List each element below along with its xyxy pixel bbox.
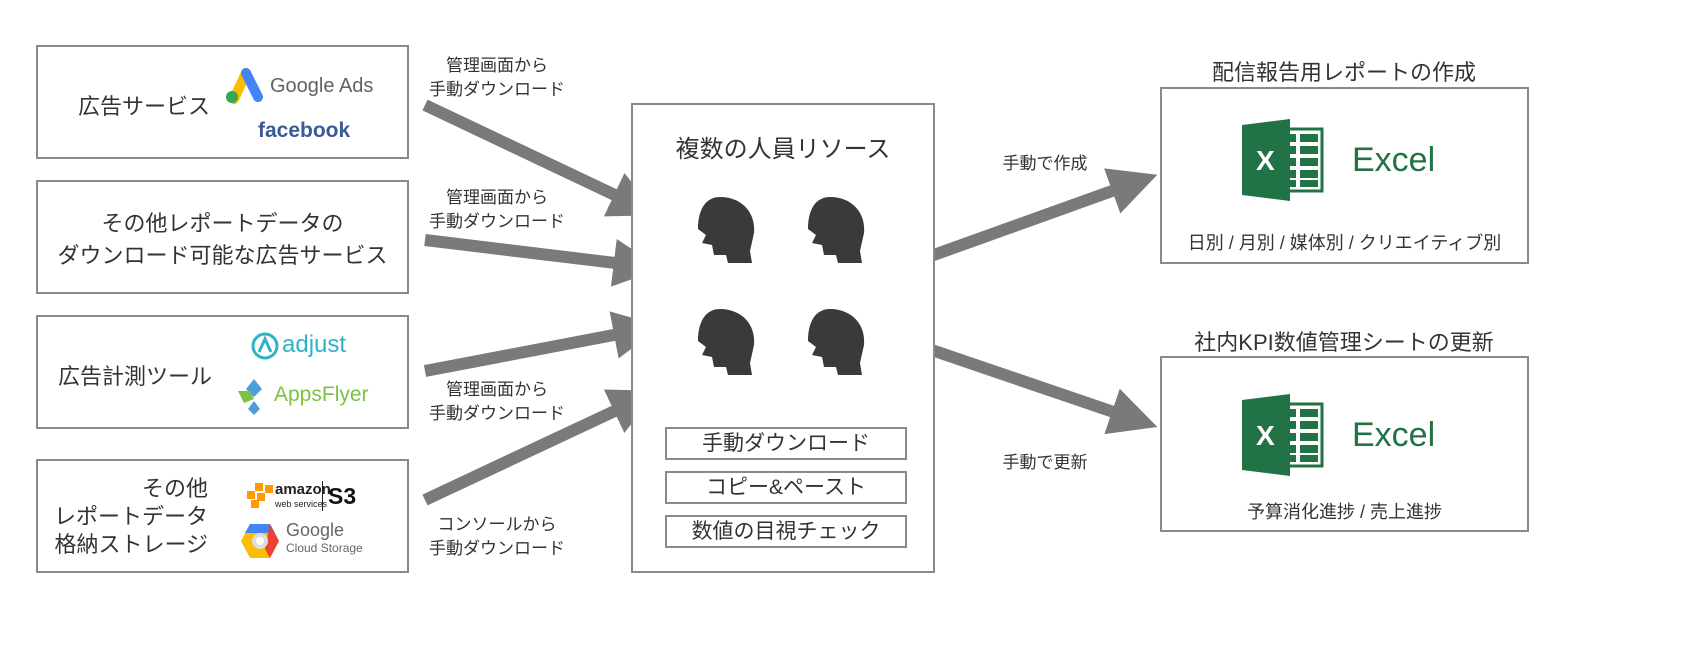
gcs-logo-bottom: Cloud Storage: [286, 541, 363, 555]
appsflyer-logo-text: AppsFlyer: [274, 383, 369, 406]
arrow-label-line: 手動ダウンロード: [429, 212, 565, 231]
excel-icon: X: [1242, 394, 1324, 476]
task-manual-download: 手動ダウンロード: [665, 427, 907, 460]
gcs-logo-top: Google: [286, 520, 345, 540]
label-line: その他レポートデータの: [101, 211, 344, 236]
excel-icon-letter: X: [1256, 145, 1275, 176]
adjust-logo-text: adjust: [282, 331, 347, 358]
head-icon: [698, 309, 755, 375]
source-box-other-ad-services: その他レポートデータの ダウンロード可能な広告サービス: [36, 180, 409, 294]
task-visual-check: 数値の目視チェック: [665, 515, 907, 548]
arrow-output-1: [914, 168, 1158, 267]
output-detail: 予算消化進捗 / 売上進捗: [1246, 502, 1442, 522]
people-icons: [698, 197, 865, 375]
label-line: レポートデータ: [53, 504, 208, 529]
arrow-label-3: 管理画面から 手動ダウンロード: [412, 378, 582, 426]
center-title: 複数の人員リソース: [675, 136, 891, 163]
arrow-source-3: [423, 311, 662, 377]
arrow-source-1: [422, 99, 658, 217]
arrow-output-2: [915, 339, 1158, 435]
arrow-label-line: コンソールから: [437, 515, 557, 534]
appsflyer-logo-icon: [238, 379, 262, 415]
output-detail: 日別 / 月別 / 媒体別 / クリエイティブ別: [1187, 233, 1502, 253]
arrow-label-line: 管理画面から: [446, 56, 548, 75]
output-title-report: 配信報告用レポートの作成: [1211, 60, 1476, 85]
output-arrow-label-1: 手動で作成: [1002, 154, 1088, 173]
source-box-storage: その他 レポートデータ 格納ストレージ amazon web services …: [36, 459, 409, 573]
excel-label: Excel: [1352, 416, 1436, 454]
aws-logo-top: amazon: [275, 481, 331, 498]
arrow-label-2: 管理画面から 手動ダウンロード: [412, 186, 582, 234]
aws-logo-bottom: web services: [275, 499, 328, 509]
source-label: 広告計測ツール: [58, 364, 213, 389]
arrow-label-4: コンソールから 手動ダウンロード: [412, 513, 582, 561]
output-arrow-label-2: 手動で更新: [1002, 453, 1088, 472]
output-box-kpi: X Excel 予算消化進捗 / 売上進捗: [1160, 356, 1529, 532]
label-line: ダウンロード可能な広告サービス: [57, 243, 388, 268]
google-ads-logo-text: Google Ads: [270, 75, 374, 97]
human-resources-box: 複数の人員リソース 手動ダウンロード コピー&ペースト 数値の目視チェック: [631, 103, 935, 573]
head-icon: [808, 309, 865, 375]
google-cloud-storage-icon: [241, 524, 279, 558]
aws-logo: amazon web services: [275, 481, 331, 511]
source-label: その他 レポートデータ 格納ストレージ: [48, 475, 208, 559]
arrow-label-line: 管理画面から: [446, 380, 548, 399]
source-box-measurement-tools: 広告計測ツール adjust AppsFlyer: [36, 315, 409, 429]
output-box-report: X Excel 日別 / 月別 / 媒体別 / クリエイティブ別: [1160, 87, 1529, 264]
google-ads-logo-icon: [226, 68, 263, 104]
arrow-label-1: 管理画面から 手動ダウンロード: [412, 54, 582, 102]
arrow-label-line: 手動ダウンロード: [429, 539, 565, 558]
source-label: その他レポートデータの ダウンロード可能な広告サービス: [38, 208, 407, 272]
head-icon: [698, 197, 755, 263]
arrow-label-line: 管理画面から: [446, 188, 548, 207]
arrow-label-line: 手動ダウンロード: [429, 80, 565, 99]
arrow-label-line: 手動ダウンロード: [429, 404, 565, 423]
output-title-kpi: 社内KPI数値管理シートの更新: [1194, 330, 1494, 355]
gcs-logo: Google Cloud Storage: [286, 521, 363, 557]
facebook-logo: facebook: [258, 119, 351, 142]
source-box-ad-services: 広告サービス Google Ads facebook: [36, 45, 409, 159]
source-label: 広告サービス: [78, 94, 211, 119]
excel-icon: X: [1242, 119, 1324, 201]
excel-label: Excel: [1352, 141, 1436, 179]
s3-logo: S3: [328, 483, 357, 509]
label-line: 格納ストレージ: [54, 532, 208, 557]
aws-cubes-icon: [247, 483, 273, 508]
adjust-logo-icon: [251, 332, 279, 360]
arrow-source-2: [424, 234, 662, 287]
arrow-source-4: [422, 389, 658, 506]
excel-icon-letter: X: [1256, 420, 1275, 451]
task-copy-paste: コピー&ペースト: [665, 471, 907, 504]
aws-divider: [322, 481, 323, 511]
head-icon: [808, 197, 865, 263]
label-line: その他: [141, 476, 208, 501]
